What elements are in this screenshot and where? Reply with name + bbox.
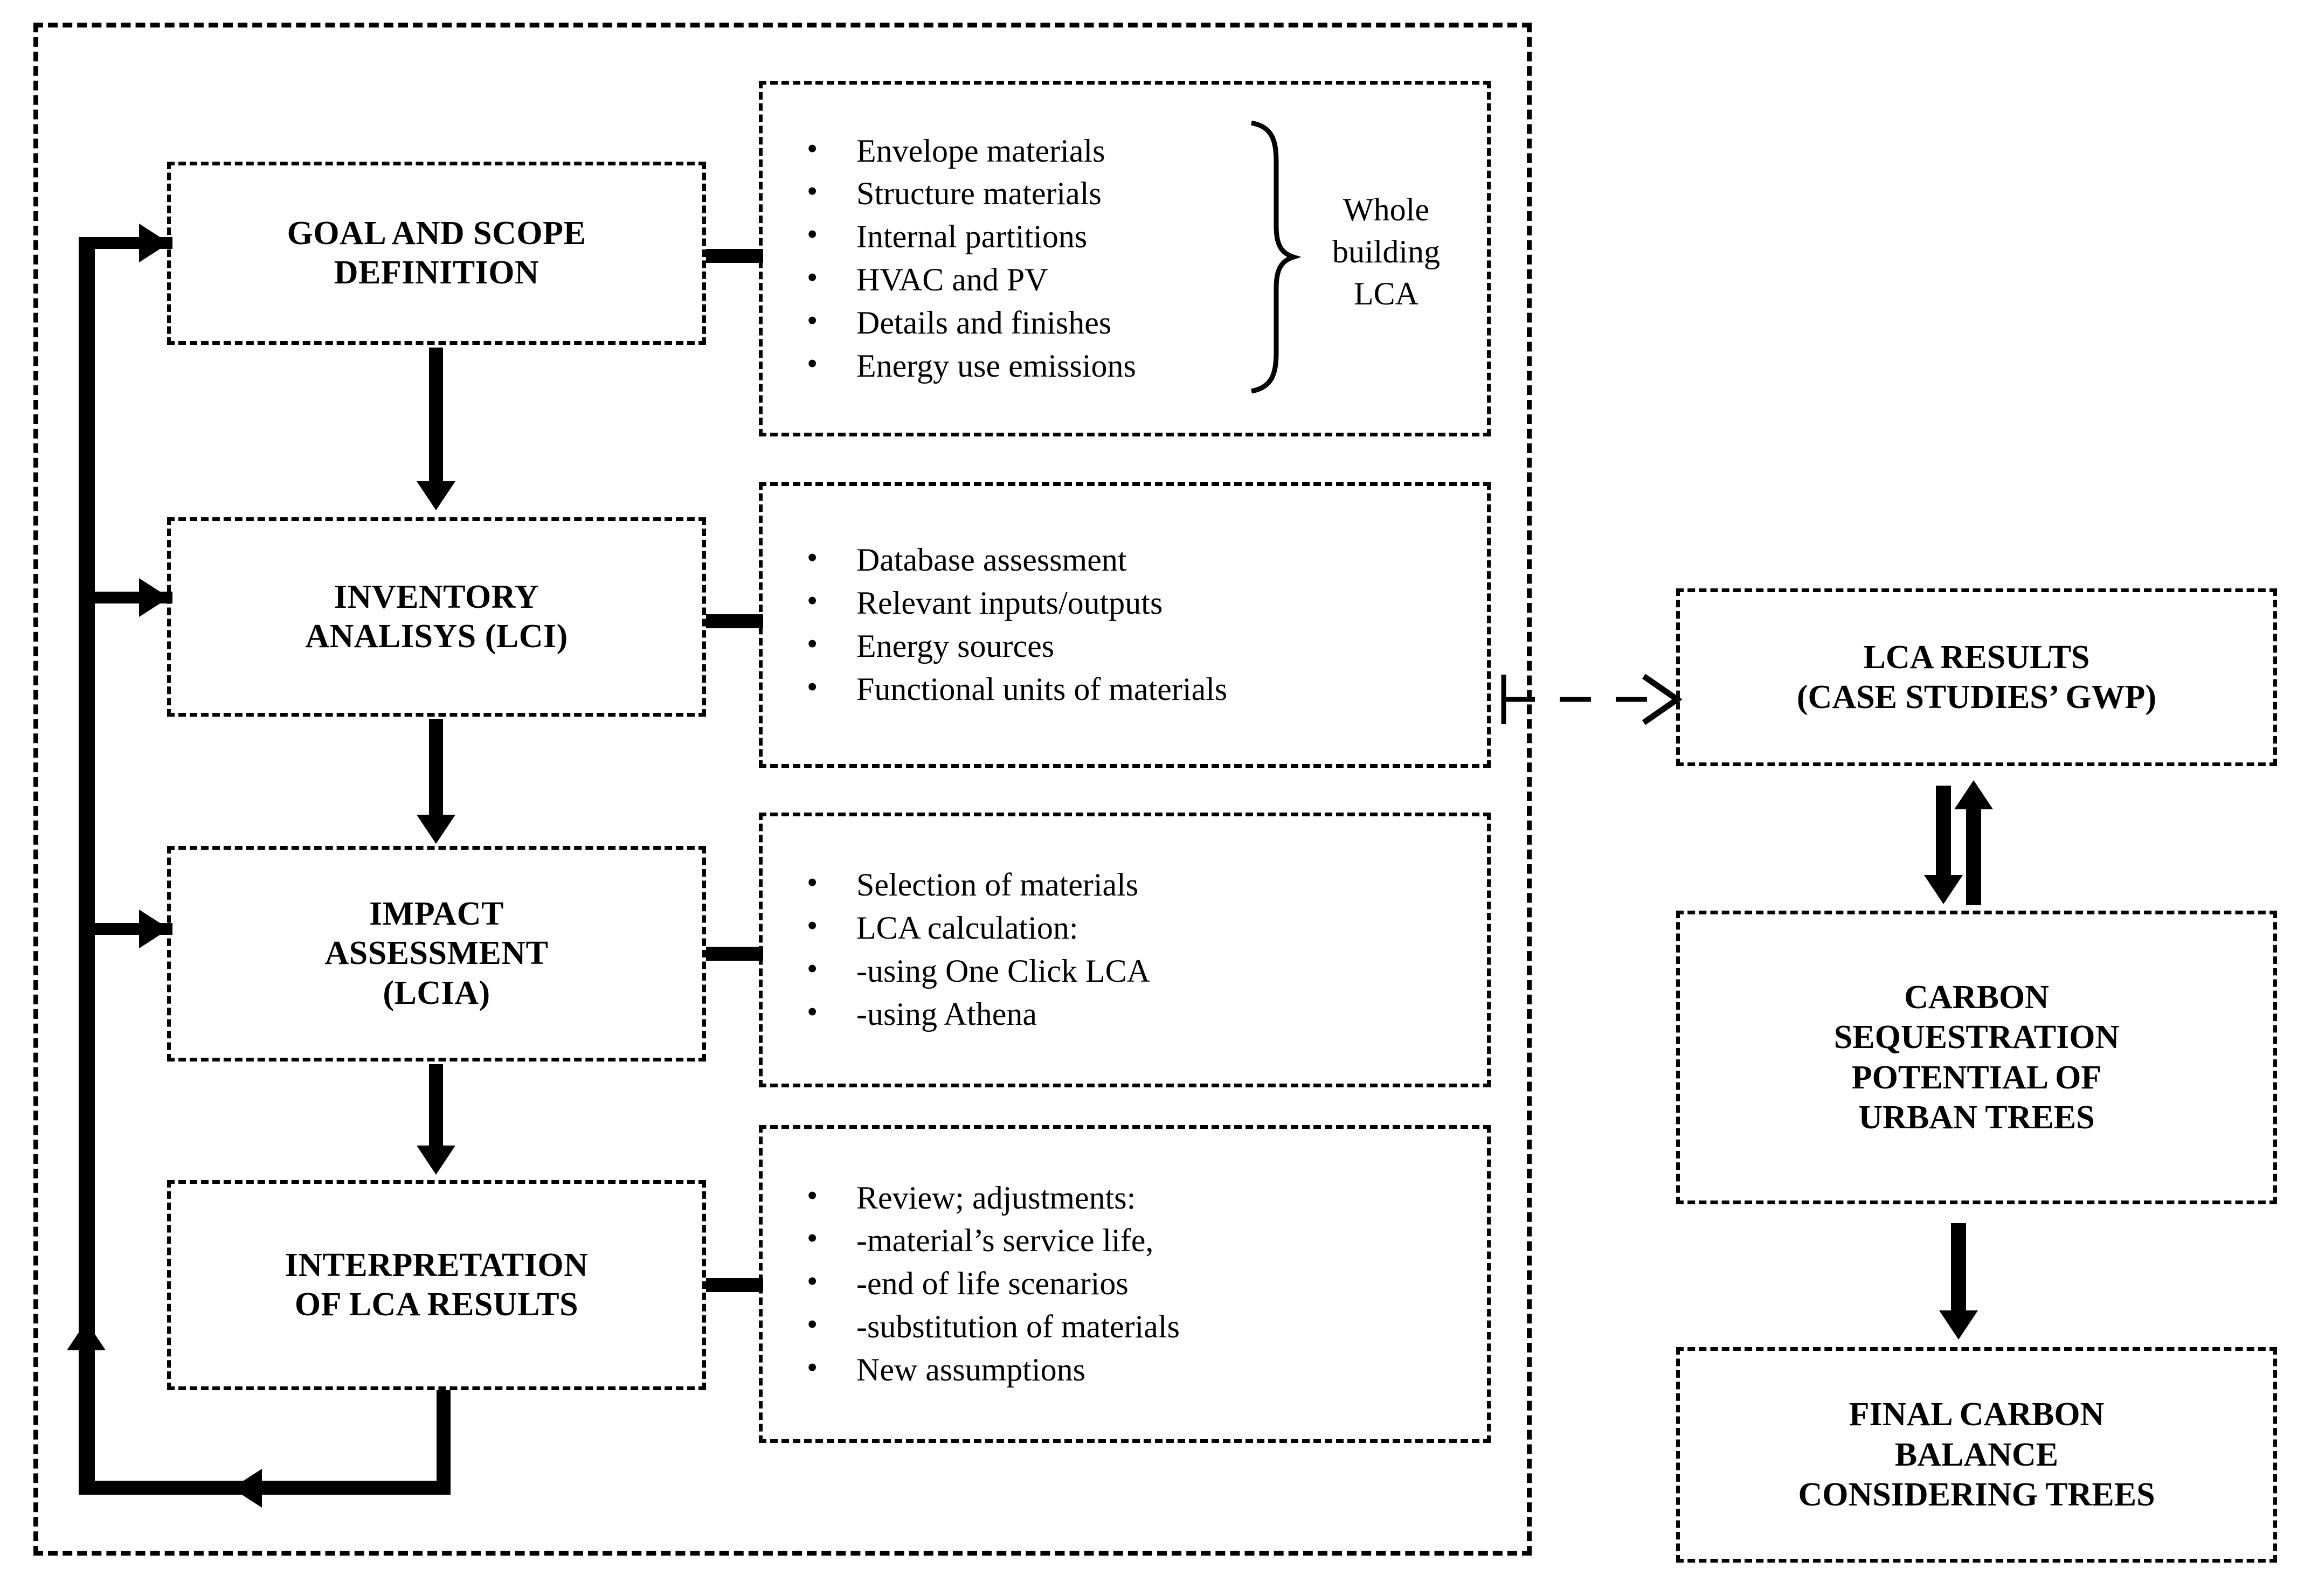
arrow-shaft-impact-to-interpretation (429, 1064, 443, 1148)
stage-box-impact-assessment[interactable]: IMPACT ASSESSMENT (LCIA) (167, 846, 706, 1061)
list-item: Relevant inputs/outputs (796, 580, 1487, 625)
stage-label-inventory-analysis: INVENTORY ANALISYS (LCI) (305, 578, 568, 655)
detail-panel-inventory: Database assessment Relevant inputs/outp… (759, 482, 1491, 768)
feedback-loop-up-arrowhead (67, 1321, 106, 1350)
list-sub-item: -using One Click LCA (796, 948, 1487, 993)
bullet-list-goal-and-scope: Envelope materials Structure materials I… (796, 128, 1487, 388)
detail-panel-interpretation: Review; adjustments: -material’s service… (759, 1125, 1491, 1443)
arrow-down-head-impact-to-interpretation (417, 1146, 455, 1175)
arrow-down-head-sequestration-to-balance (1939, 1310, 1978, 1340)
detail-panel-goal-and-scope: Envelope materials Structure materials I… (759, 81, 1491, 436)
list-sub-item: -material’s service life, (796, 1217, 1487, 1262)
result-box-final-carbon-balance[interactable]: FINAL CARBON BALANCE CONSIDERING TREES (1676, 1347, 2277, 1563)
arrow-down-head-goal-to-inventory (417, 481, 455, 510)
feedback-branch-arrowhead-goal (139, 224, 169, 262)
arrow-shaft-goal-to-inventory (429, 348, 443, 482)
connector-stub-interpretation-to-details (706, 1278, 763, 1292)
feedback-branch-arrowhead-inventory (139, 578, 169, 617)
list-item: Details and finishes (796, 300, 1487, 345)
connector-stub-inventory-to-details (706, 614, 763, 628)
result-label-lca-results: LCA RESULTS (CASE STUDIES’ GWP) (1796, 639, 2157, 716)
stage-box-inventory-analysis[interactable]: INVENTORY ANALISYS (LCI) (167, 517, 706, 717)
list-sub-item: -substitution of materials (796, 1303, 1487, 1349)
list-item: Envelope materials (796, 128, 1487, 173)
list-item: Review; adjustments: (796, 1175, 1487, 1220)
feedback-branch-arrowhead-impact (139, 910, 169, 948)
list-item: Selection of materials (796, 862, 1487, 907)
arrow-shaft-sequestration-to-balance (1951, 1223, 1966, 1312)
list-item: Energy use emissions (796, 343, 1487, 388)
stage-box-interpretation[interactable]: INTERPRETATION OF LCA RESULTS (167, 1180, 706, 1390)
arrow-down-head-inventory-to-impact (417, 815, 455, 844)
feedback-return-vertical (437, 1390, 451, 1493)
list-item: Functional units of materials (796, 666, 1487, 711)
list-item: HVAC and PV (796, 256, 1487, 302)
arrow-down-head-results-to-sequestration (1924, 875, 1963, 904)
list-item: New assumptions (796, 1347, 1487, 1392)
stage-box-goal-and-scope[interactable]: GOAL AND SCOPE DEFINITION (167, 162, 706, 345)
result-box-carbon-sequestration[interactable]: CARBON SEQUESTRATION POTENTIAL OF URBAN … (1676, 911, 2277, 1204)
list-item: Structure materials (796, 170, 1487, 216)
list-item: Internal partitions (796, 213, 1487, 259)
feedback-loop-vertical-spine (79, 237, 95, 1493)
list-sub-item: -end of life scenarios (796, 1260, 1487, 1306)
bullet-list-impact: Selection of materials LCA calculation: … (796, 862, 1487, 1036)
stage-label-impact-assessment: IMPACT ASSESSMENT (LCIA) (324, 896, 549, 1011)
result-label-final-carbon-balance: FINAL CARBON BALANCE CONSIDERING TREES (1798, 1396, 2155, 1514)
arrow-shaft-sequestration-to-results (1966, 808, 1981, 905)
brace-label-whole-building-lca: Whole building LCA (1332, 192, 1440, 311)
lca-framework-container (33, 23, 1532, 1556)
feedback-return-arrowhead (232, 1469, 262, 1508)
result-box-lca-results[interactable]: LCA RESULTS (CASE STUDIES’ GWP) (1676, 588, 2277, 766)
bullet-list-inventory: Database assessment Relevant inputs/outp… (796, 537, 1487, 711)
bullet-list-interpretation: Review; adjustments: -material’s service… (796, 1175, 1487, 1392)
arrow-up-head-sequestration-to-results (1954, 780, 1993, 809)
list-item: Energy sources (796, 623, 1487, 668)
list-item: Database assessment (796, 537, 1487, 582)
list-sub-item: -using Athena (796, 991, 1487, 1036)
feedback-return-horizontal (79, 1481, 451, 1495)
stage-label-goal-and-scope: GOAL AND SCOPE DEFINITION (287, 214, 586, 291)
connector-stub-impact-to-details (706, 947, 763, 961)
stage-label-interpretation: INTERPRETATION OF LCA RESULTS (285, 1246, 589, 1323)
detail-panel-impact: Selection of materials LCA calculation: … (759, 813, 1491, 1087)
list-item: LCA calculation: (796, 905, 1487, 950)
connector-stub-goal-to-details (706, 249, 763, 263)
arrow-shaft-results-to-sequestration (1936, 786, 1951, 877)
result-label-carbon-sequestration: CARBON SEQUESTRATION POTENTIAL OF URBAN … (1833, 979, 2120, 1136)
arrow-right-open-head-icon (1642, 674, 1683, 725)
arrow-shaft-inventory-to-impact (429, 719, 443, 817)
